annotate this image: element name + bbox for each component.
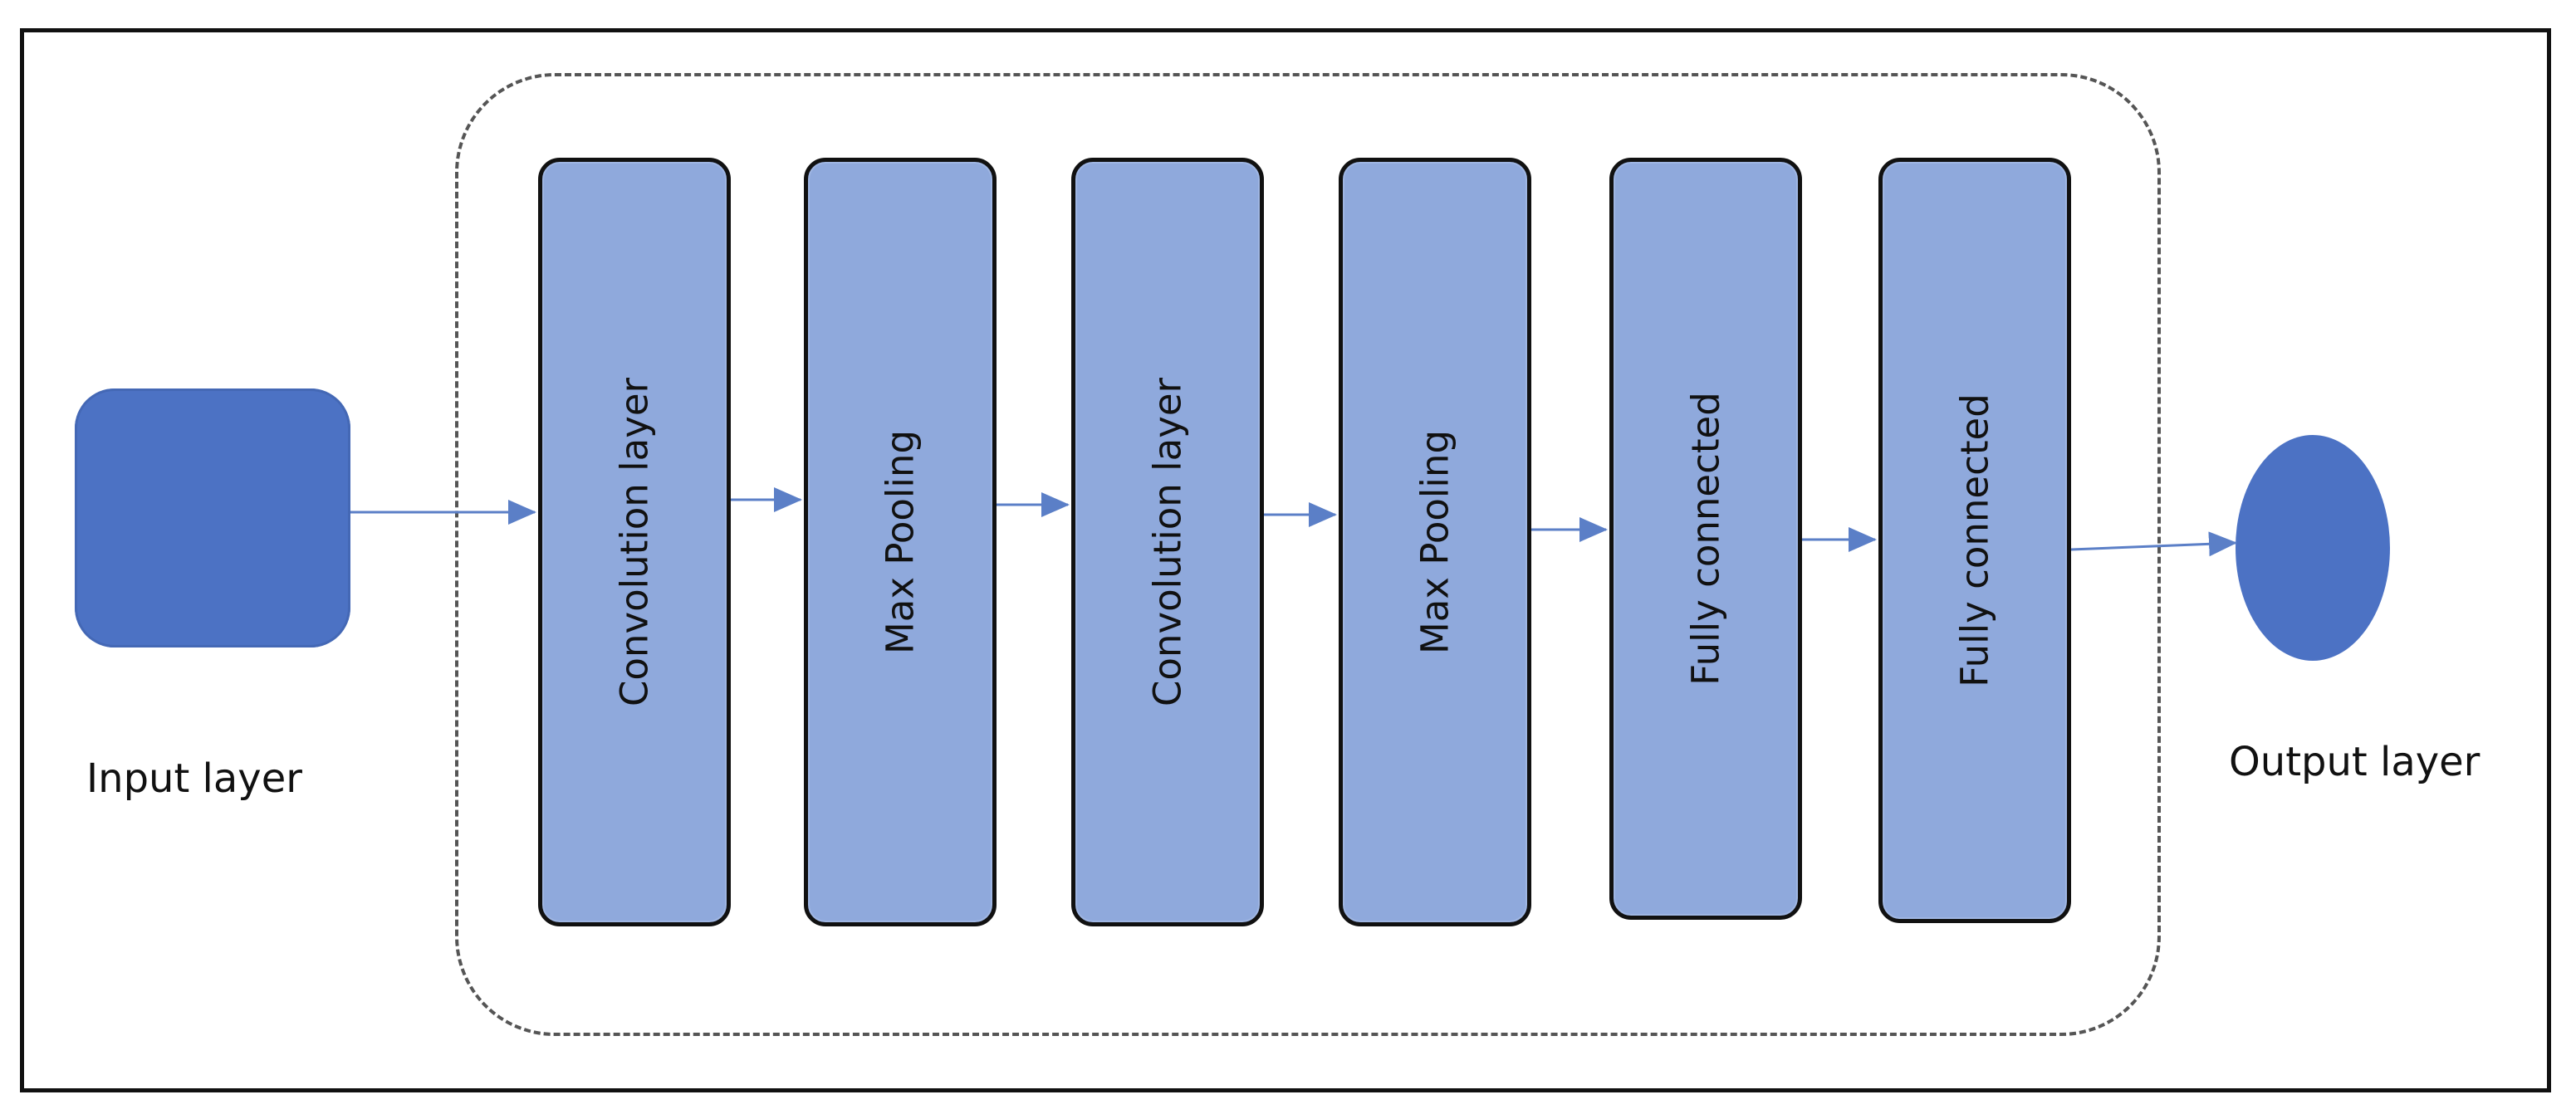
outer-frame bbox=[20, 28, 2551, 1092]
input-layer-node bbox=[75, 388, 350, 647]
layer-label-4: Max Pooling bbox=[1413, 429, 1457, 655]
layer-label-3: Convolution layer bbox=[1145, 377, 1190, 707]
output-layer-label: Output layer bbox=[2229, 739, 2481, 785]
hidden-layers-group bbox=[455, 73, 2161, 1036]
layer-box-1: Convolution layer bbox=[538, 158, 731, 926]
layer-label-6: Fully connected bbox=[1952, 393, 1997, 687]
layer-box-6: Fully connected bbox=[1878, 158, 2071, 923]
output-layer-node bbox=[2236, 435, 2390, 661]
layer-box-3: Convolution layer bbox=[1071, 158, 1264, 926]
input-layer-label: Input layer bbox=[86, 755, 302, 802]
layer-box-4: Max Pooling bbox=[1339, 158, 1531, 926]
layer-label-1: Convolution layer bbox=[612, 377, 657, 707]
layer-box-5: Fully connected bbox=[1609, 158, 1802, 920]
layer-label-2: Max Pooling bbox=[878, 429, 923, 655]
layer-label-5: Fully connected bbox=[1683, 392, 1728, 686]
layer-box-2: Max Pooling bbox=[804, 158, 997, 926]
